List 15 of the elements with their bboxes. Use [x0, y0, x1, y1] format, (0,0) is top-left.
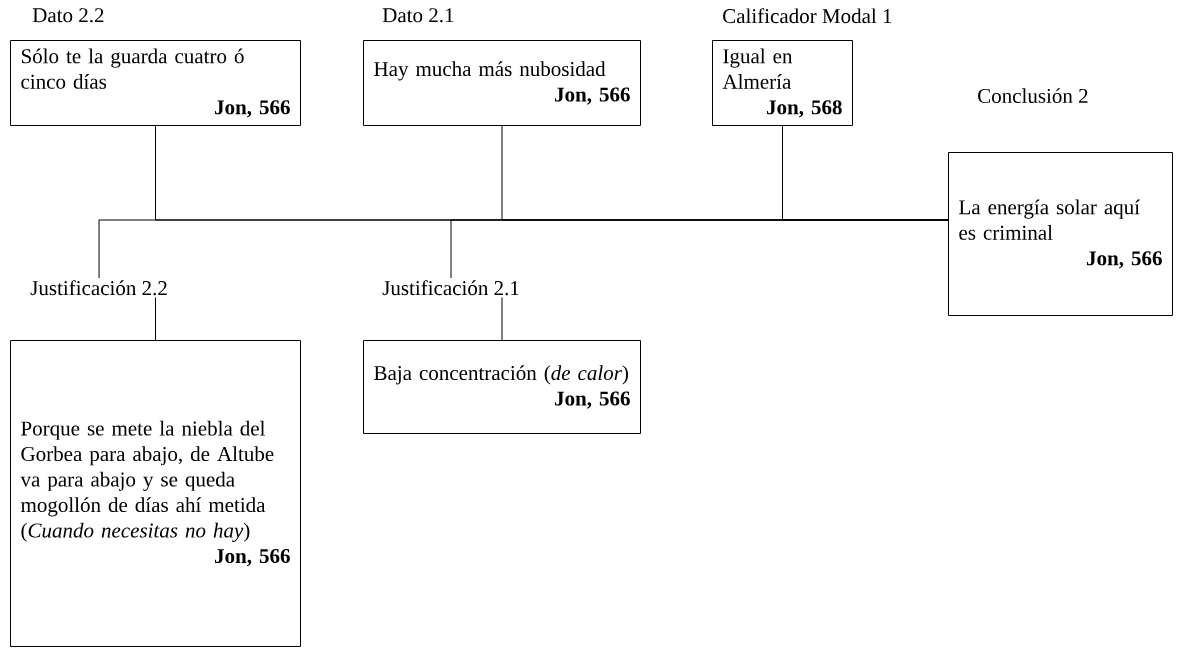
connector-line	[450, 219, 949, 279]
text-box: La energía solar aquí es criminal Jon, 566	[948, 152, 1173, 316]
heading-label: Justificación 2.1	[382, 280, 519, 296]
heading-label: Justificación 2.2	[30, 280, 167, 296]
node-label: Jon, 566	[215, 100, 290, 118]
text-box: Sólo te la guarda cuatro ó cinco días Jon, 566	[10, 40, 301, 126]
text-box: Hay mucha más nubosidad Jon, 566	[363, 40, 641, 126]
heading-label: Dato 2.2	[32, 8, 104, 23]
heading-label: Dato 2.1	[382, 8, 454, 23]
heading-label: Conclusión 2	[978, 88, 1088, 103]
text-box: Igual en Almería Jon, 568	[712, 40, 853, 126]
text-box: Baja concentración (de calor) Jon, 566	[363, 340, 641, 434]
heading-label: Calificador Modal 1	[723, 8, 892, 24]
text-box: Porque se mete la niebla del Gorbea para abajo, de Altube va para abajo y se queda mogollón de días ahí metida (Cuando necesitas no hay) Jon, 566	[10, 340, 301, 647]
node-label: Sólo te la guarda cuatro ó cinco días	[21, 48, 244, 89]
